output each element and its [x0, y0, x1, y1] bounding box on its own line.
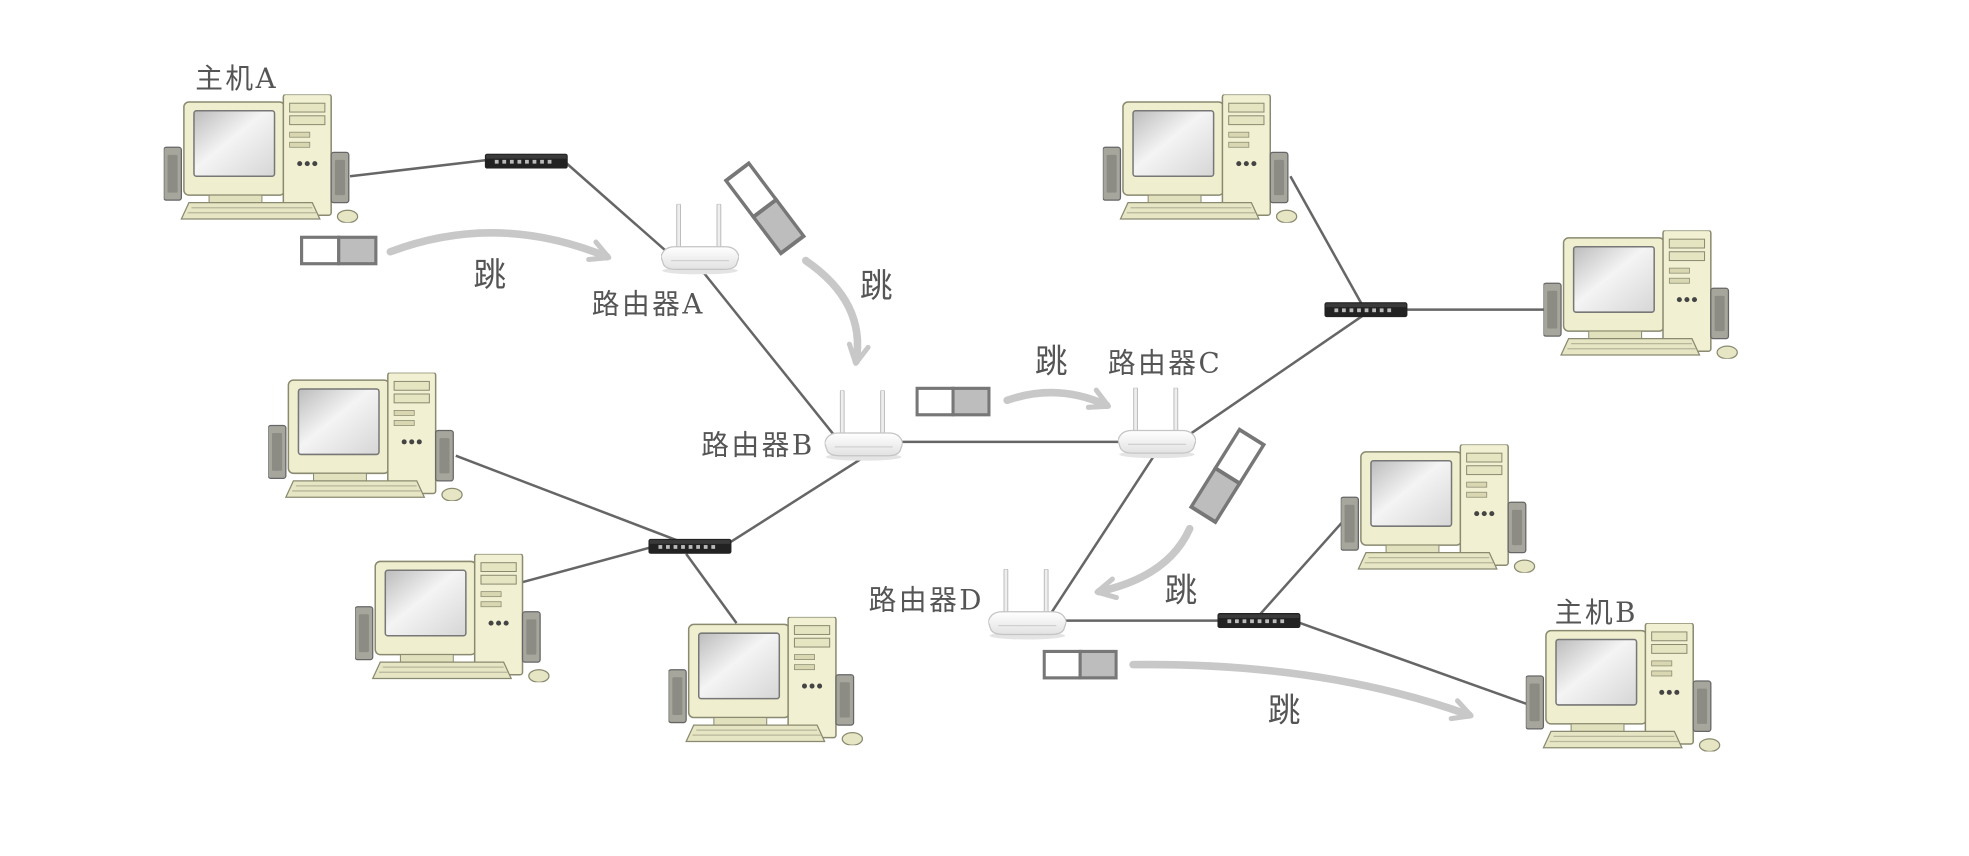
node-labels: 主机A 路由器A 路由器B 路由器C 路由器D 主机B: [195, 62, 1638, 629]
computers: [163, 94, 1739, 752]
hop-arrow: [1094, 524, 1194, 601]
router-icon: [988, 568, 1067, 640]
link-router-a-router-b: [699, 267, 835, 436]
hop-arrows: [386, 229, 1474, 722]
hop-label: 跳: [473, 256, 506, 294]
computer-icon: [668, 616, 864, 746]
hop-labels: 跳 跳 跳 跳 跳: [473, 256, 1300, 730]
hop-arrow: [1003, 387, 1112, 410]
router-a-label: 路由器A: [592, 287, 705, 320]
computer-icon: [1543, 230, 1739, 359]
link-host-a-switch-1: [349, 158, 489, 178]
link-switch-2-pc-bottom-middle: [685, 553, 738, 624]
packet-icon: [300, 235, 378, 266]
packet-icon: [915, 386, 991, 417]
host-b-label: 主机B: [1555, 596, 1638, 629]
links: [349, 158, 1549, 707]
host-a-label: 主机A: [195, 62, 278, 95]
hop-label: 跳: [1268, 691, 1301, 729]
packet-icon: [1042, 649, 1118, 680]
computer-icon: [1340, 444, 1536, 573]
link-router-c-switch-3: [1188, 309, 1371, 436]
packet-icon: [1189, 427, 1266, 524]
hop-label: 跳: [1035, 343, 1068, 381]
computer-icon: [163, 94, 359, 223]
router-c-label: 路由器C: [1108, 347, 1222, 380]
computer-icon: [355, 553, 550, 683]
router-icon: [1117, 387, 1196, 459]
hop-label: 跳: [860, 267, 893, 305]
link-switch-4-host-b: [1296, 620, 1530, 707]
switch-icon: [1217, 613, 1301, 629]
link-switch-2-pc-left-middle: [455, 454, 687, 545]
computer-icon: [1102, 94, 1298, 223]
switch-icon: [1324, 302, 1408, 318]
router-icon: [660, 203, 740, 275]
packet-icon: [724, 161, 806, 256]
hop-arrow: [386, 229, 612, 263]
switch-icon: [648, 538, 732, 554]
computer-icon: [268, 372, 463, 502]
link-switch-3-pc-top-right: [1289, 175, 1365, 308]
computer-icon: [1525, 623, 1721, 752]
hop-arrow: [1129, 660, 1474, 722]
link-router-b-switch-2: [727, 454, 867, 545]
router-b-label: 路由器B: [701, 428, 814, 461]
hop-arrow: [801, 256, 871, 366]
link-switch-1-router-a: [563, 160, 671, 256]
router-icon: [824, 390, 903, 461]
router-d-label: 路由器D: [869, 583, 984, 616]
link-switch-4-pc-right-middle: [1257, 521, 1343, 617]
link-router-c-router-d: [1047, 452, 1157, 618]
routers: [660, 203, 1196, 640]
hop-label: 跳: [1165, 572, 1198, 610]
switch-icon: [484, 153, 568, 169]
link-switch-2-pc-left-lower: [519, 545, 656, 585]
